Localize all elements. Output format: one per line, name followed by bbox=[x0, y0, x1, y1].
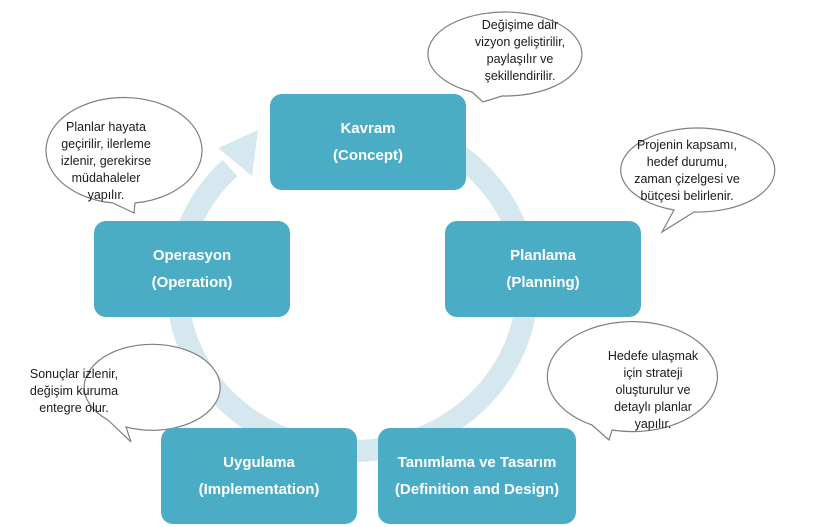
callout-design: Hedefe ulaşmak için strateji oluşturulur… bbox=[568, 335, 738, 445]
stage-planning-english: (Planning) bbox=[506, 274, 580, 291]
callout-design-line: detaylı planlar bbox=[614, 399, 692, 414]
stage-operation-name: Operasyon bbox=[152, 247, 232, 264]
callout-implementation: Sonuçlar izlenir, değişim kuruma entegre… bbox=[6, 348, 142, 434]
callout-implementation-line: değişim kuruma bbox=[29, 383, 119, 398]
callout-planning-line: hedef durumu, bbox=[646, 155, 728, 169]
stage-implementation: Uygulama (Implementation) bbox=[161, 428, 357, 524]
callout-concept-line: şekillendirilir. bbox=[484, 69, 556, 83]
callout-design-bubble bbox=[546, 321, 718, 442]
callout-design-line: Hedefe ulaşmak bbox=[607, 348, 699, 363]
callout-operation-line: yapılır. bbox=[87, 187, 125, 202]
callout-planning-line: zaman çizelgesi ve bbox=[634, 172, 740, 186]
callout-operation-bubble bbox=[45, 96, 203, 214]
callout-planning: Projenin kapsamı, hedef durumu, zaman çi… bbox=[610, 128, 764, 214]
cycle-arrow-head bbox=[218, 130, 258, 176]
callout-implementation-bubble bbox=[83, 343, 221, 443]
callout-operation: Planlar hayata geçirilir, ilerleme izlen… bbox=[28, 108, 184, 214]
stage-concept: Kavram (Concept) bbox=[270, 94, 466, 190]
callout-planning-bubble bbox=[620, 127, 776, 234]
callout-concept: Değişime dair vizyon geliştirilir, payla… bbox=[443, 8, 597, 94]
stage-definition-design-english: (Definition and Design) bbox=[394, 481, 560, 498]
stage-implementation-name: Uygulama bbox=[223, 454, 295, 471]
callout-design-line: oluşturulur ve bbox=[615, 382, 691, 397]
callout-design-line: için strateji bbox=[623, 365, 683, 380]
stage-definition-design: Tanımlama ve Tasarım (Definition and Des… bbox=[378, 428, 576, 524]
callout-operation-line: geçirilir, ilerleme bbox=[61, 136, 151, 151]
callout-concept-line: paylaşılır ve bbox=[486, 52, 554, 66]
callout-implementation-line: Sonuçlar izlenir, bbox=[29, 366, 119, 381]
callout-planning-line: bütçesi belirlenir. bbox=[640, 189, 734, 203]
callout-operation-line: müdahaleler bbox=[71, 170, 141, 185]
callout-implementation-line: entegre olur. bbox=[39, 400, 109, 415]
callout-concept-bubble bbox=[427, 11, 583, 103]
stage-implementation-english: (Implementation) bbox=[198, 481, 320, 498]
callout-operation-line: izlenir, gerekirse bbox=[60, 153, 152, 168]
callout-concept-line: Değişime dair bbox=[481, 18, 559, 32]
stage-concept-name: Kavram bbox=[340, 120, 396, 137]
stage-operation: Operasyon (Operation) bbox=[94, 221, 290, 317]
stage-planning-name: Planlama bbox=[510, 247, 576, 264]
callout-planning-line: Projenin kapsamı, bbox=[636, 138, 738, 152]
callout-operation-line: Planlar hayata bbox=[66, 119, 146, 134]
stage-operation-english: (Operation) bbox=[151, 274, 233, 291]
stage-planning: Planlama (Planning) bbox=[445, 221, 641, 317]
callout-concept-line: vizyon geliştirilir, bbox=[474, 35, 566, 49]
stage-definition-design-name: Tanımlama ve Tasarım bbox=[397, 454, 557, 471]
callout-design-line: yapılır. bbox=[634, 416, 672, 431]
stage-concept-english: (Concept) bbox=[333, 147, 403, 164]
